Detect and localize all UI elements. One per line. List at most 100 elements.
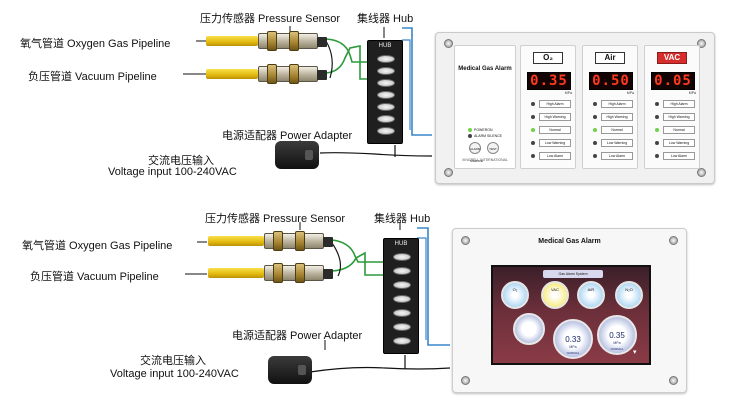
gauge-state: NORMAL [610, 347, 624, 351]
gauge-label: AIR [587, 287, 595, 292]
gauge-unit: MPa [613, 341, 621, 345]
maker-label: XINGRELL INTERNATIONAL [462, 158, 508, 162]
power-led-icon [468, 128, 472, 133]
gas-module-air: Air 0.50 MPa High Alarm High Warning Nor… [582, 45, 638, 169]
screw [697, 39, 706, 48]
status-row: High Warning [655, 113, 697, 121]
touch-screen[interactable]: Gas Alarm System O₂ VAC AIR N₂O CO₂ N₂ 0… [491, 265, 651, 365]
label-vacuum-pipeline: 负压管道 Vacuum Pipeline [28, 71, 157, 83]
gauge-unit: MPa [569, 345, 577, 349]
screw [697, 168, 706, 177]
gauge-n2o[interactable]: N₂O [615, 281, 643, 309]
status-row: Low Alarm [531, 152, 573, 160]
status-button[interactable]: Low Warning [539, 139, 571, 147]
alarm-silence-button[interactable]: ALARM SILENCE [469, 142, 483, 163]
hub-port [377, 115, 395, 123]
label-ac-input-cn: 交流电压输入 [148, 155, 214, 167]
status-button[interactable]: High Warning [663, 113, 695, 121]
hub-port [393, 295, 411, 303]
hub-label: HUB [378, 43, 392, 49]
status-row: Normal [655, 126, 697, 134]
hub-port [393, 267, 411, 275]
status-button[interactable]: Low Warning [601, 139, 633, 147]
gauge-air[interactable]: AIR [577, 281, 605, 309]
gauge-co2[interactable]: CO₂ [513, 313, 545, 345]
status-led-icon [655, 115, 659, 119]
status-led-icon [531, 141, 535, 145]
status-button[interactable]: High Alarm [601, 100, 633, 108]
silence-led-icon [468, 134, 472, 139]
gauge-label: VAC [551, 287, 559, 292]
hub-port [393, 309, 411, 317]
status-row: High Alarm [655, 100, 697, 108]
pressure-sensor-oxygen [258, 31, 327, 51]
label-hub: 集线器 Hub [357, 13, 414, 25]
status-button[interactable]: Normal [539, 126, 571, 134]
status-led-icon [655, 102, 659, 106]
power-adapter [275, 141, 319, 169]
hub-port [377, 127, 395, 135]
power-adapter [268, 356, 312, 384]
vacuum-pipe [206, 69, 258, 79]
label-power-adapter: 电源适配器 Power Adapter [222, 130, 353, 142]
reading-unit: MPa [564, 91, 572, 95]
vacuum-pipe [208, 268, 264, 278]
status-row: Low Alarm [593, 152, 635, 160]
panel-title: Medical Gas Alarm [538, 238, 601, 245]
gauge-vac[interactable]: VAC [541, 281, 569, 309]
screw [444, 168, 453, 177]
gauge-value: 0.33 [565, 335, 581, 344]
gauge-n2[interactable]: N₂ 0.33 MPa NORMAL [553, 319, 593, 359]
screw [669, 236, 678, 245]
status-button[interactable]: High Alarm [539, 100, 571, 108]
status-button[interactable]: Normal [601, 126, 633, 134]
label-hub: 集线器 Hub [374, 213, 431, 225]
status-row: Low Warning [531, 139, 573, 147]
status-button[interactable]: Low Warning [663, 139, 695, 147]
sensor-return-cable-1 [325, 40, 333, 79]
screw [444, 39, 453, 48]
gauge-state: NORMAL [566, 351, 580, 355]
status-row: Normal [593, 126, 635, 134]
hub-label: HUB [394, 241, 408, 247]
gauge-agss[interactable]: AGSS 0.35 MPa NORMAL [597, 315, 637, 355]
power-cable-2 [309, 366, 451, 373]
hub-panel-cable-2 [417, 237, 427, 340]
touchscreen-alarm-panel: Medical Gas Alarm Gas Alarm System O₂ VA… [452, 228, 687, 393]
label-oxygen-pipeline: 氧气管道 Oxygen Gas Pipeline [20, 38, 171, 50]
gauge-o2[interactable]: O₂ [501, 281, 529, 309]
status-led-icon [531, 115, 535, 119]
status-button[interactable]: Low Alarm [663, 152, 695, 160]
sensor-cable-vacuum-2 [331, 251, 395, 276]
status-led-icon [593, 128, 597, 132]
label-vacuum-pipeline: 负压管道 Vacuum Pipeline [30, 271, 159, 283]
status-button[interactable]: High Warning [539, 113, 571, 121]
status-button[interactable]: High Warning [601, 113, 633, 121]
hub-port [377, 67, 395, 75]
hub-port [393, 281, 411, 289]
screw [669, 376, 678, 385]
sensor-return-cable-2 [331, 242, 342, 277]
label-power-adapter: 电源适配器 Power Adapter [232, 330, 363, 342]
status-led-icon [593, 102, 597, 106]
oxygen-pipe [206, 36, 258, 46]
status-led-icon [531, 128, 535, 132]
status-button[interactable]: Low Alarm [539, 152, 571, 160]
oxygen-pipe [208, 236, 264, 246]
status-row: Normal [531, 126, 573, 134]
status-led-icon [655, 128, 659, 132]
status-button[interactable]: High Alarm [663, 100, 695, 108]
label-ac-input-cn: 交流电压输入 [140, 355, 206, 367]
pressure-sensor-vacuum [258, 64, 327, 84]
status-led-icon [531, 102, 535, 106]
gauge-label: O₂ [512, 287, 518, 292]
panel-title: Medical Gas Alarm [458, 66, 512, 72]
status-button[interactable]: Low Alarm [601, 152, 633, 160]
status-button[interactable]: Normal [663, 126, 695, 134]
test-button[interactable]: TEST [487, 142, 499, 154]
speaker-icon[interactable]: ▾ [633, 349, 637, 356]
hub-box: HUB [383, 238, 419, 354]
status-led-icon [655, 141, 659, 145]
reading-unit: MPa [626, 91, 634, 95]
